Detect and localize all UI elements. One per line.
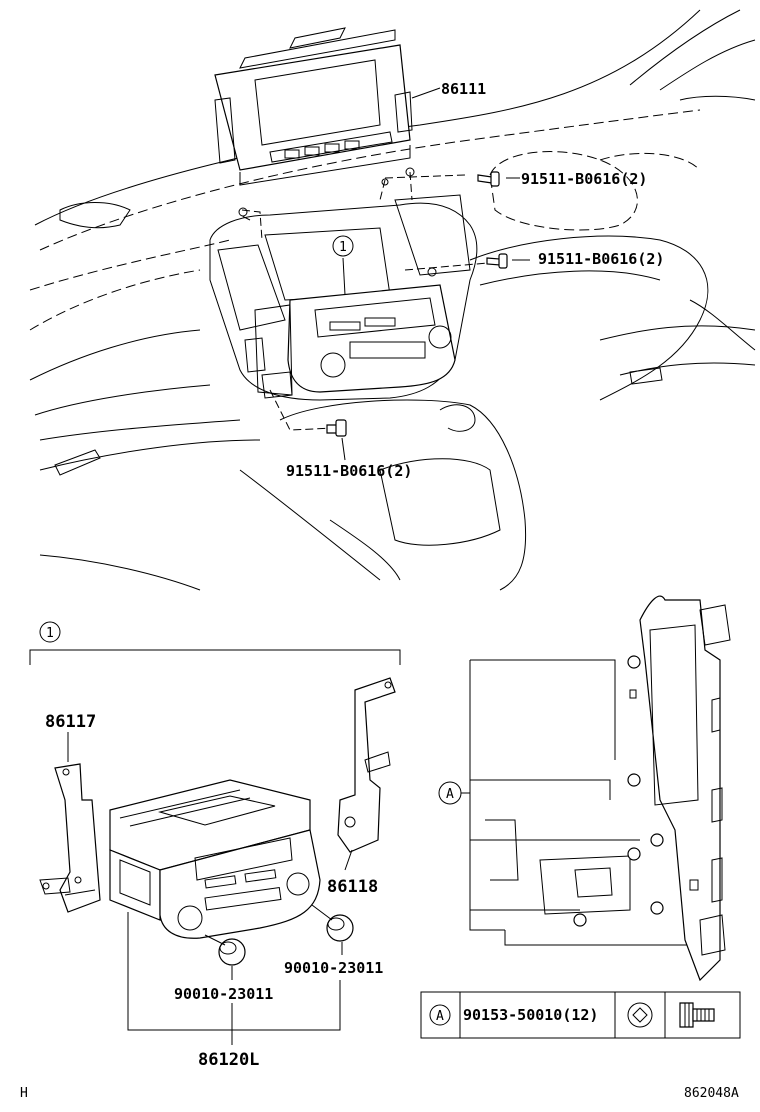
leader-86118 <box>344 849 353 871</box>
dashboard-outline <box>29 9 756 591</box>
screw-upper-1 <box>477 171 500 187</box>
label-knob-right: 90010-23011 <box>284 959 383 977</box>
assembly-marker-detail-text: 1 <box>46 626 54 641</box>
screw-upper-2 <box>486 253 508 269</box>
leader-knob-right-link <box>311 904 333 921</box>
assembly-marker-top-text: 1 <box>339 240 347 255</box>
bracket-86117 <box>39 763 101 913</box>
label-86117: 86117 <box>45 712 96 732</box>
view-marker-a: A <box>438 781 462 805</box>
screw-lower <box>326 419 347 437</box>
legend-marker-a: A <box>436 1009 444 1024</box>
installation-guides <box>238 167 501 431</box>
bracket-86118 <box>337 677 396 853</box>
legend-box: A 90153-50010(12) <box>420 991 741 1039</box>
diagram-id: 862048A <box>684 1086 739 1101</box>
label-screw-upper-2: 91511-B0616(2) <box>538 250 664 268</box>
leader-86111 <box>411 87 441 99</box>
leader-marker-1 <box>342 257 346 296</box>
assembly-bracket-line <box>29 649 401 665</box>
assembly-marker-top: 1 <box>332 235 354 257</box>
leader-screw-lower <box>341 437 346 461</box>
view-a-detail <box>469 595 731 982</box>
label-86120L: 86120L <box>198 1050 259 1070</box>
group-line-86120L <box>127 912 341 1031</box>
label-86118: 86118 <box>327 877 378 897</box>
footer-left-code: H <box>20 1086 28 1101</box>
knob-right <box>326 914 354 942</box>
label-86111: 86111 <box>441 80 486 98</box>
assembly-marker-detail: 1 <box>39 621 61 643</box>
knob-left <box>218 938 246 966</box>
label-screw-upper-1: 91511-B0616(2) <box>521 170 647 188</box>
view-marker-a-text: A <box>446 787 454 802</box>
radio-unit-installed <box>244 284 456 399</box>
display-unit-86111 <box>214 27 413 186</box>
radio-unit-exploded <box>109 779 321 939</box>
bolt-icon <box>679 1002 715 1028</box>
legend-screw-label: 90153-50010(12) <box>463 1006 598 1024</box>
label-knob-left: 90010-23011 <box>174 985 273 1003</box>
leader-knob-left-link <box>204 934 226 946</box>
label-screw-lower: 91511-B0616(2) <box>286 462 412 480</box>
